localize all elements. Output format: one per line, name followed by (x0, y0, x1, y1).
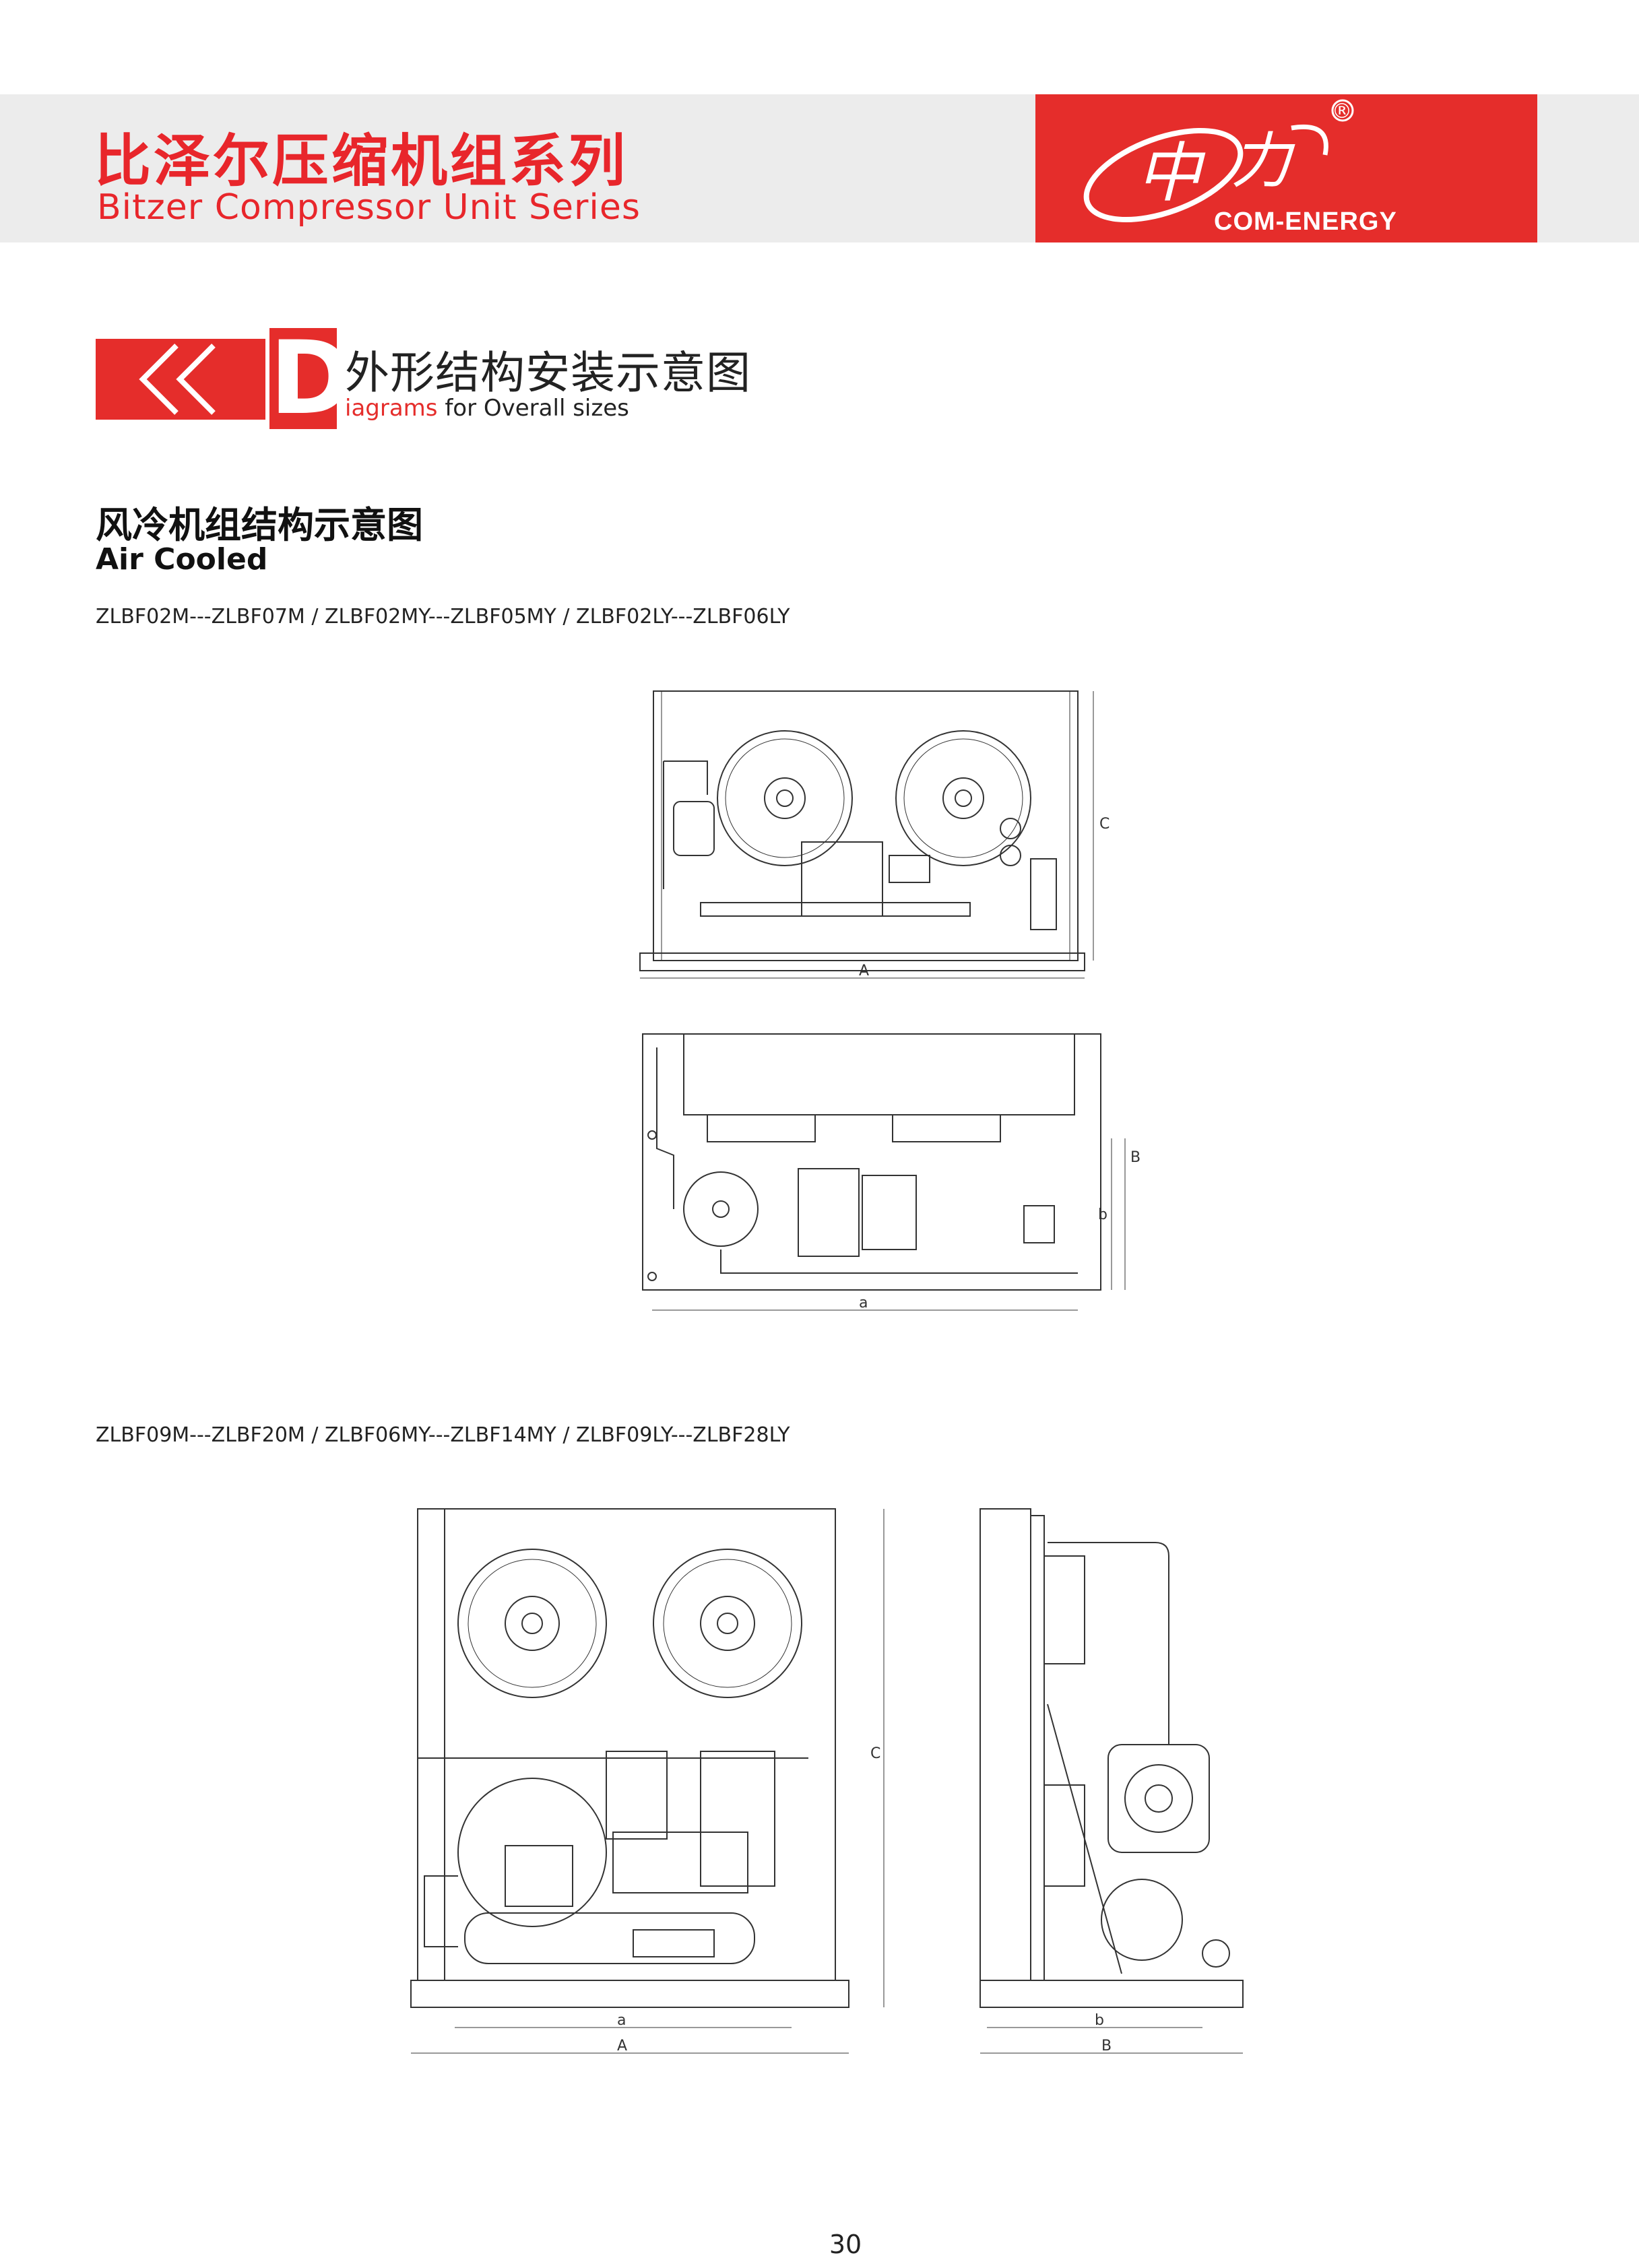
side-view-drawing-2: b B (973, 1502, 1256, 2075)
dimension-b-outer-top: B (1130, 1149, 1140, 1166)
dimension-a-inner-large: a (617, 2012, 626, 2029)
subsection-title-en: Air Cooled (96, 542, 268, 577)
section-chevron-block (96, 339, 265, 420)
section-letter: D (269, 320, 354, 437)
dimension-a-lower-top: a (859, 1295, 868, 1311)
dimension-b-outer-side: B (1101, 2038, 1112, 2054)
dimension-b-inner-top: b (1098, 1206, 1107, 1223)
logo-text: COM-ENERGY (1214, 207, 1397, 236)
section-title-en-first: iagrams (345, 395, 438, 422)
front-view-drawing-1: A C (633, 687, 1118, 990)
svg-text:中: 中 (1136, 135, 1206, 211)
dimension-a-outer-large: A (617, 2038, 627, 2054)
header-title-cn: 比泽尔压缩机组系列 (94, 128, 629, 194)
model-range-1: ZLBF02M---ZLBF07M / ZLBF02MY---ZLBF05MY … (96, 605, 790, 628)
dimension-a-upper-front: A (859, 963, 869, 979)
dimension-c-large: C (870, 1745, 880, 1762)
chevron-left-icon (139, 344, 216, 415)
top-view-drawing-1: a b B (633, 1027, 1145, 1324)
dimension-c-upper-front: C (1099, 816, 1110, 833)
page-number: 30 (829, 2230, 862, 2259)
brand-logo: 中 力 ® COM-ENERGY (1035, 94, 1537, 242)
front-view-drawing-2: a A C (404, 1502, 903, 2075)
registered-mark: ® (1332, 100, 1352, 123)
svg-text:力: 力 (1231, 126, 1295, 197)
header-title-en: Bitzer Compressor Unit Series (97, 187, 641, 228)
subsection-title-cn: 风冷机组结构示意图 (96, 504, 423, 546)
dimension-b-inner-side: b (1095, 2012, 1104, 2029)
section-title-en-rest: for Overall sizes (437, 395, 629, 422)
section-title-en: iagrams for Overall sizes (345, 395, 629, 422)
section-title-cn: 外形结构安装示意图 (345, 347, 751, 399)
model-range-2: ZLBF09M---ZLBF20M / ZLBF06MY---ZLBF14MY … (96, 1423, 790, 1447)
com-energy-logo-icon: 中 力 (1083, 99, 1354, 222)
